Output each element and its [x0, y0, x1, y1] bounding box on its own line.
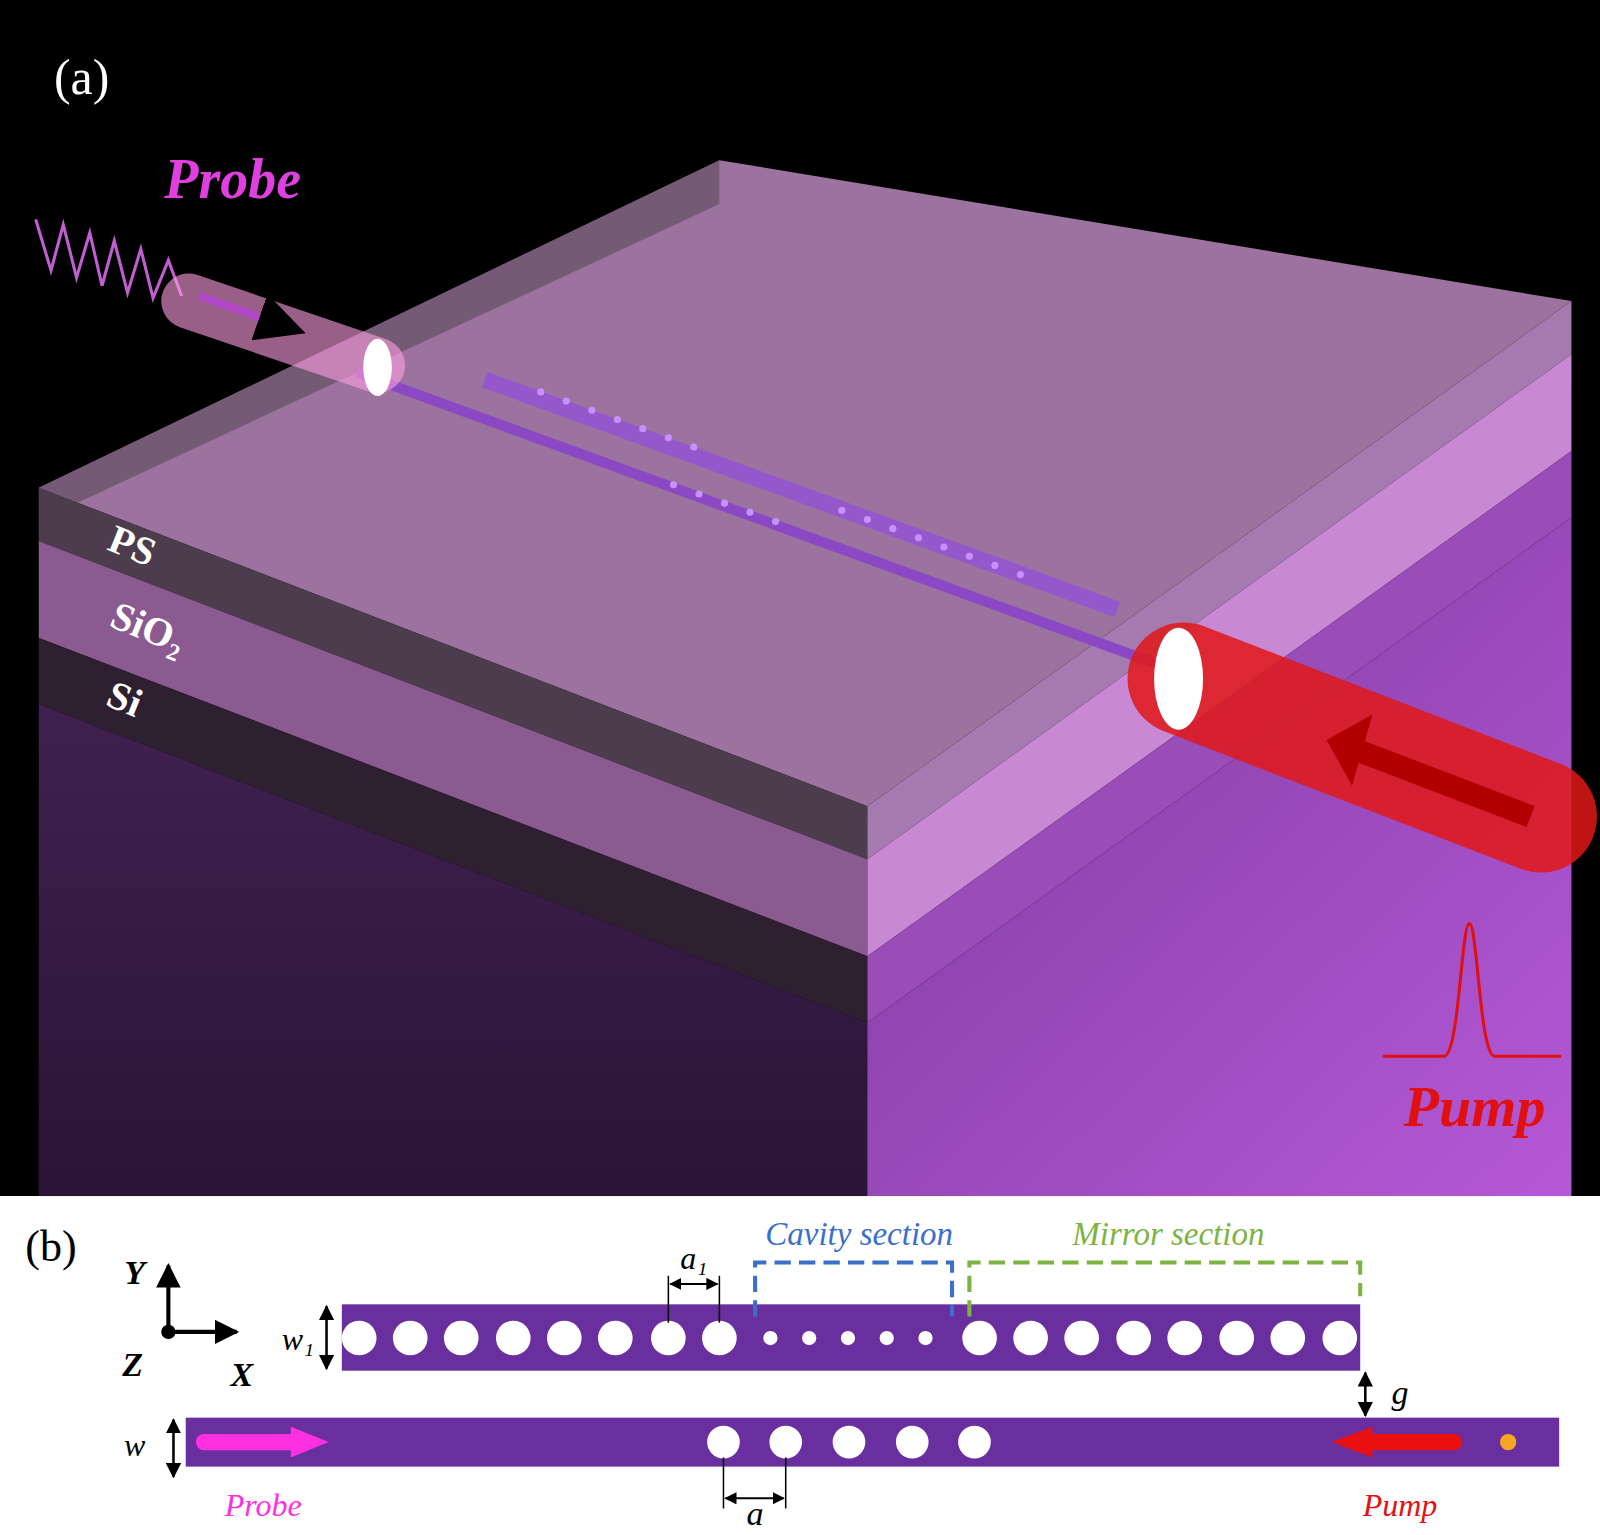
dimension-label: a	[747, 1497, 764, 1531]
beam-label: Probe	[164, 151, 301, 207]
dimension-label: g	[1392, 1376, 1409, 1410]
beam-label: Probe	[225, 1489, 302, 1521]
section-label: Mirror section	[1072, 1218, 1264, 1251]
panel-label: (b)	[25, 1225, 76, 1269]
beam-label: Pump	[1363, 1489, 1438, 1521]
panel-label: (a)	[54, 52, 110, 102]
dimension-label: w₁	[282, 1323, 314, 1355]
axis-label: Z	[122, 1348, 143, 1382]
axis-label: X	[230, 1358, 253, 1392]
section-label: Cavity section	[765, 1218, 953, 1251]
beam-label: Pump	[1404, 1078, 1546, 1136]
dimension-label: a₁	[680, 1242, 707, 1274]
axis-label: Y	[124, 1256, 145, 1290]
dimension-label: w	[124, 1429, 145, 1461]
